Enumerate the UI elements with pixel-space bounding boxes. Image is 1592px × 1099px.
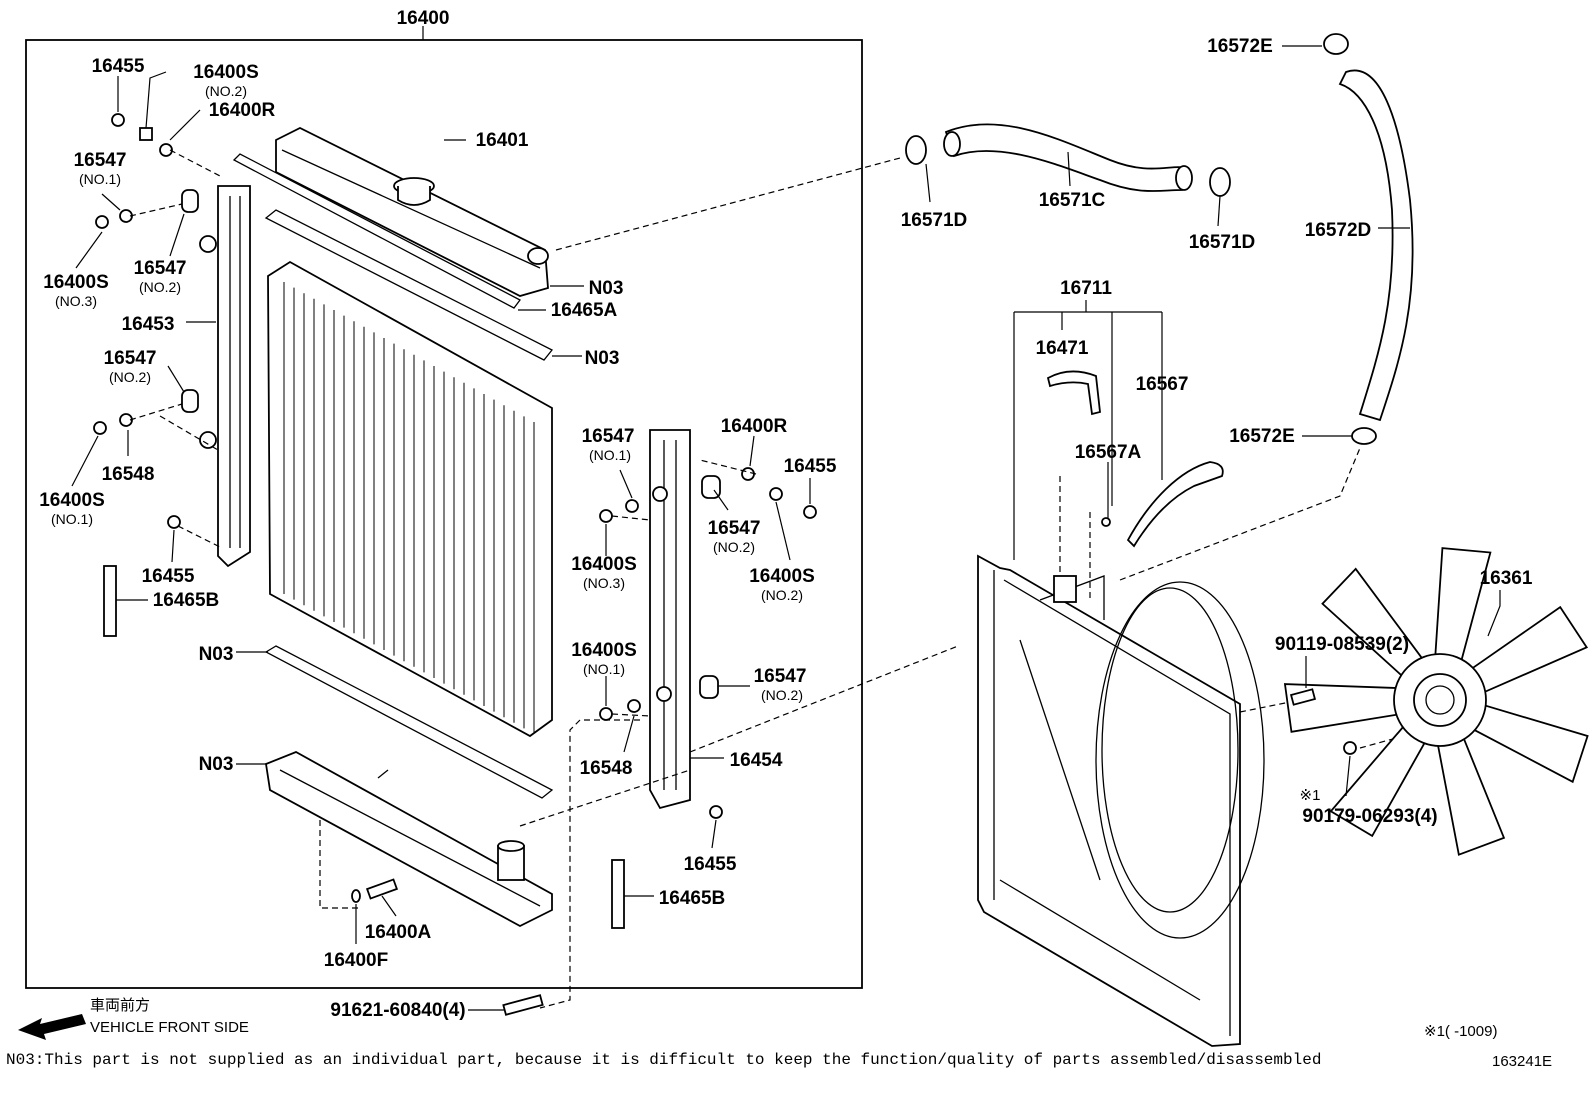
front-side-english: VEHICLE FRONT SIDE — [90, 1019, 249, 1036]
label-16455-right[interactable]: 16455 — [784, 456, 837, 477]
label-16400R-right[interactable]: 16400R — [721, 416, 788, 437]
label-16547-no2-left[interactable]: 16547 — [134, 258, 187, 279]
label-16572E-top[interactable]: 16572E — [1207, 36, 1273, 57]
label-16571C[interactable]: 16571C — [1039, 190, 1106, 211]
label-n03-lower[interactable]: N03 — [199, 644, 234, 665]
assembly-label: 16400 — [397, 8, 450, 29]
assembly-frame-16400: 16400 — [25, 8, 863, 989]
label-16455-top[interactable]: 16455 — [92, 56, 145, 77]
label-16465A[interactable]: 16465A — [551, 300, 618, 321]
label-16454[interactable]: 16454 — [730, 750, 783, 771]
label-16567[interactable]: 16567 — [1136, 374, 1189, 395]
right-side-support — [649, 429, 691, 810]
lower-tank — [265, 751, 553, 928]
label-16455-bottom-right[interactable]: 16455 — [684, 854, 737, 875]
label-16572D[interactable]: 16572D — [1305, 220, 1372, 241]
label-16548-right[interactable]: 16548 — [580, 758, 633, 779]
label-90119[interactable]: 90119-08539(2) — [1275, 634, 1409, 655]
label-16567A[interactable]: 16567A — [1075, 442, 1142, 463]
label-16571D-right[interactable]: 16571D — [1189, 232, 1256, 253]
label-16401[interactable]: 16401 — [476, 130, 529, 151]
sub-16547-no1-left: (NO.1) — [79, 171, 121, 187]
reservoir-hose — [1323, 33, 1414, 445]
part-labels: 16455 16400S (NO.2) 16400R 16401 16547 (… — [39, 36, 1533, 1021]
label-16711[interactable]: 16711 — [1060, 278, 1112, 299]
label-16547-no1-right[interactable]: 16547 — [582, 426, 635, 447]
radiator-core — [232, 126, 554, 799]
sub-16400S-no3-right: (NO.3) — [583, 575, 625, 591]
label-16547-no2-left-2[interactable]: 16547 — [104, 348, 157, 369]
label-16471[interactable]: 16471 — [1036, 338, 1089, 359]
sub-16547-no1-right: (NO.1) — [589, 447, 631, 463]
upper-hose — [905, 123, 1231, 197]
label-16547-no2-right[interactable]: 16547 — [708, 518, 761, 539]
label-n03-top[interactable]: N03 — [589, 278, 624, 299]
sub-16400S-no3-left: (NO.3) — [55, 293, 97, 309]
hardware-small — [93, 113, 817, 1016]
front-side-japanese: 車両前方 — [90, 997, 150, 1014]
label-16400R-left[interactable]: 16400R — [209, 100, 276, 121]
sub-16547-no2-right-2: (NO.2) — [761, 687, 803, 703]
reservoir-tubes — [1046, 370, 1224, 548]
label-16400S-no2-left[interactable]: 16400S — [193, 62, 259, 83]
label-16572E-bottom[interactable]: 16572E — [1229, 426, 1295, 447]
fan-shroud — [977, 554, 1265, 1047]
sub-16547-no2-right: (NO.2) — [713, 539, 755, 555]
footnote-n03: N03:This part is not supplied as an indi… — [6, 1051, 1321, 1069]
label-16361[interactable]: 16361 — [1480, 568, 1533, 589]
sub-16400S-no2-left: (NO.2) — [205, 83, 247, 99]
label-16400S-no1-left[interactable]: 16400S — [39, 490, 105, 511]
label-16400S-no1-right[interactable]: 16400S — [571, 640, 637, 661]
diagram-id: 163241E — [1492, 1053, 1552, 1070]
label-16548-left[interactable]: 16548 — [102, 464, 155, 485]
label-16571D-left[interactable]: 16571D — [901, 210, 968, 231]
label-16400S-no2-right[interactable]: 16400S — [749, 566, 815, 587]
sub-16400S-no1-left: (NO.1) — [51, 511, 93, 527]
label-16547-no1-left[interactable]: 16547 — [74, 150, 127, 171]
label-16547-no2-right-2[interactable]: 16547 — [754, 666, 807, 687]
sub-16400S-no2-right: (NO.2) — [761, 587, 803, 603]
fan-bolts — [1289, 688, 1357, 755]
drain-cock — [319, 820, 399, 909]
sub-16547-no2-left-2: (NO.2) — [109, 369, 151, 385]
sub-16400S-no1-right: (NO.1) — [583, 661, 625, 677]
label-16400A[interactable]: 16400A — [365, 922, 432, 943]
label-16465B-right[interactable]: 16465B — [659, 888, 726, 909]
label-16455-mid-left[interactable]: 16455 — [142, 566, 195, 587]
label-n03-tank[interactable]: N03 — [199, 754, 234, 775]
sub-16547-no2-left: (NO.2) — [139, 279, 181, 295]
label-16400S-no3-right[interactable]: 16400S — [571, 554, 637, 575]
label-90179[interactable]: 90179-06293(4) — [1302, 806, 1437, 827]
leader-lines — [71, 45, 1501, 1011]
mark-90179: ※1 — [1300, 787, 1321, 804]
label-16400S-no3-left[interactable]: 16400S — [43, 272, 109, 293]
label-16400F[interactable]: 16400F — [324, 950, 388, 971]
vehicle-front-arrow — [18, 1014, 86, 1040]
label-16465B-left[interactable]: 16465B — [153, 590, 220, 611]
label-n03-mid[interactable]: N03 — [585, 348, 620, 369]
label-16453[interactable]: 16453 — [122, 314, 175, 335]
range-note: ※1( -1009) — [1424, 1023, 1497, 1040]
left-side-support — [199, 185, 251, 568]
label-91621[interactable]: 91621-60840(4) — [330, 1000, 465, 1021]
